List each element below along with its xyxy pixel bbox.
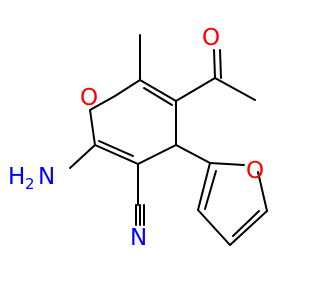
carbonyl-oxygen-label: O [202, 25, 220, 51]
bond-amine [69, 144, 96, 169]
atom-labels: O O O N H 2 N [8, 25, 264, 251]
bond-c5-c6 [94, 144, 139, 165]
bond-o1-c6 [89, 95, 116, 111]
ring-oxygen-label: O [80, 85, 98, 111]
bond-furan-c3-c4 [197, 209, 231, 246]
amine-subscript-label: 2 [25, 175, 35, 193]
amine-h-label: H [8, 164, 25, 190]
bond-furan-o-c2 [209, 162, 245, 166]
bond-acetyl-co-double [219, 49, 222, 79]
bond-furan-c5-o [257, 171, 268, 212]
bond-furan-c2-c3 [197, 162, 211, 211]
bond-furan-link [175, 144, 211, 164]
bond-furan-c4-c5 [229, 210, 268, 246]
bond-o1-c2 [114, 79, 141, 97]
bond-acetyl-co [213, 49, 216, 79]
bond-lines [69, 34, 268, 246]
bond-c4-c5 [137, 144, 177, 165]
bond-acetyl-c [175, 77, 216, 102]
bond-c5-c6-inner [98, 140, 134, 157]
bond-furan-c2-c3-inner [204, 170, 217, 210]
structure-diagram: O O O N H 2 N [8, 25, 268, 251]
amine-n-label: N [38, 164, 55, 190]
bond-furan-c4-c5-inner [232, 210, 260, 237]
bond-c6-o1 [89, 109, 96, 146]
bond-acetyl-ch3 [214, 77, 256, 101]
bond-c2-c3-inner [143, 87, 173, 106]
furan-oxygen-label: O [246, 158, 264, 184]
bond-c2-c3 [139, 79, 177, 102]
nitrile-nitrogen-label: N [130, 225, 147, 251]
